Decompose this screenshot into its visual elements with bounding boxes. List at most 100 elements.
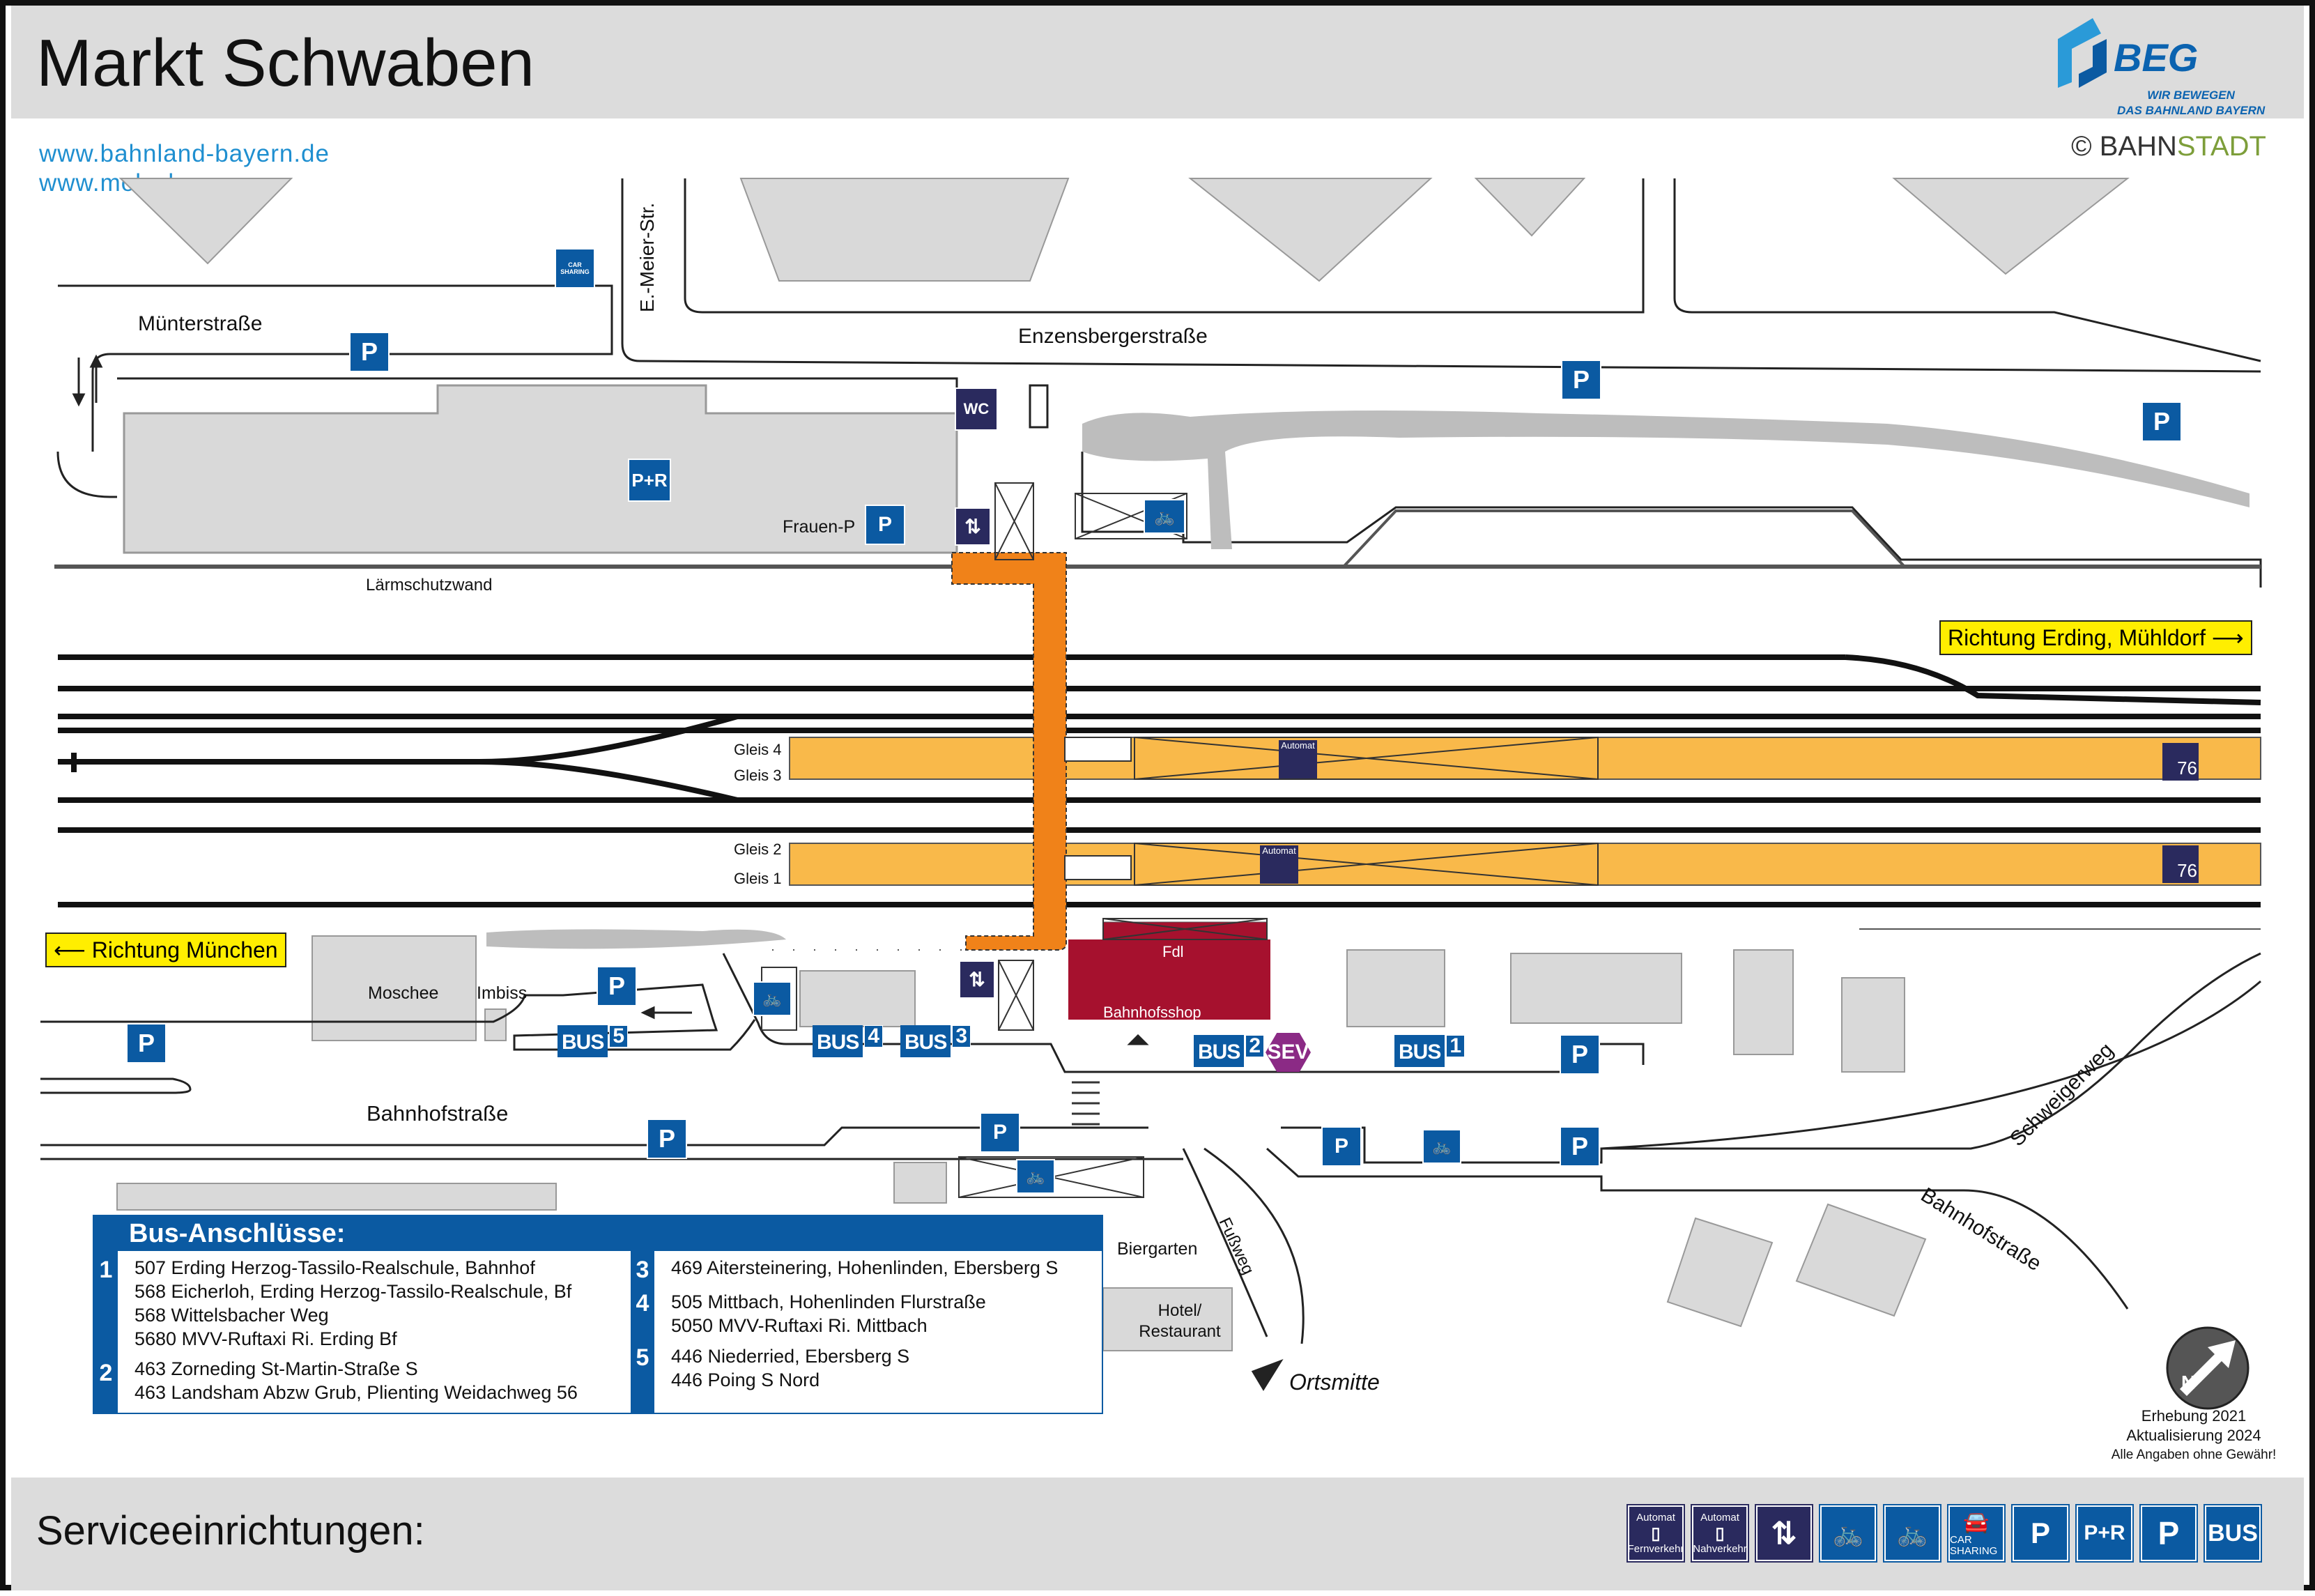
parking-icon-south-1: P [126, 1023, 167, 1064]
parking-icon-enzens-2: P [2141, 401, 2182, 442]
bus-line-5-1: 446 Niederried, Ebersberg S [671, 1346, 910, 1367]
ticket-machine-icon-34: Automat [1279, 740, 1317, 778]
label-gleis-4: Gleis 4 [734, 741, 782, 758]
beg-tagline-line1: WIR BEWEGEN [2147, 89, 2235, 102]
label-biergarten: Biergarten [1117, 1239, 1198, 1259]
bus-number-4: 4 [864, 1025, 884, 1048]
buildings-south [116, 935, 1927, 1351]
label-gleis-1: Gleis 1 [734, 870, 782, 887]
bike-icon-south-3: 🚲 [1422, 1129, 1461, 1164]
zebra-crossing [1072, 1081, 1100, 1126]
automat-label-12: Automat [1262, 845, 1296, 856]
bus-label-4: BUS [813, 1025, 863, 1057]
copyright-symbol: © [2071, 131, 2092, 162]
parking-icon-south-2: P [597, 966, 637, 1006]
svc-automat-2: Automat [1700, 1511, 1739, 1524]
note-aktualisierung: Aktualisierung 2024 [2126, 1427, 2261, 1444]
bus-label-1: BUS [1394, 1035, 1445, 1067]
sev-label: SEV [1267, 1041, 1309, 1064]
fence-marks [772, 928, 2261, 951]
bus-line-3-1: 469 Aitersteinering, Hohenlinden, Ebersb… [671, 1257, 1059, 1278]
bus-line-1-2: 568 Eicherloh, Erding Herzog-Tassilo-Rea… [134, 1281, 572, 1302]
street-muenterstrasse: Münterstraße [138, 312, 263, 335]
bike-icon-north: 🚲 [1144, 499, 1185, 534]
service-label: Serviceeinrichtungen: [36, 1508, 425, 1553]
bus-number-2: 2 [1245, 1035, 1265, 1057]
compass-north-label: N [2181, 1372, 2196, 1393]
map-title: Markt Schwaben [36, 26, 534, 100]
station-building [1068, 939, 1270, 1020]
elevator-icon-south: ⇅ [959, 960, 995, 999]
svc-automat-1: Automat [1636, 1511, 1675, 1524]
parking-icon-south-5: P [1560, 1126, 1600, 1167]
service-ticket-nah-icon: Automat ▯ Nahverkehr [1691, 1504, 1749, 1563]
copyright: © BAHNSTADT [2071, 131, 2266, 162]
bus-line-5-2: 446 Poing S Nord [671, 1369, 820, 1390]
service-bus-icon: BUS [2204, 1504, 2262, 1563]
bus-stop-num-2: 2 [99, 1360, 113, 1386]
label-ortsmitte: Ortsmitte [1289, 1369, 1380, 1395]
platform-height-icon-34: 76 [2162, 743, 2199, 781]
label-fdl: Fdl [1162, 943, 1184, 960]
building-north [123, 384, 958, 554]
parking-accessible-icon-south: P [1321, 1126, 1362, 1167]
arrow-left-icon: ⟵ [54, 937, 86, 962]
hedge-north [1082, 410, 2249, 549]
parking-accessible-icon-frauen: P [865, 505, 905, 545]
service-ticket-fern-icon: Automat ▯ Fernverkehr [1626, 1504, 1685, 1563]
label-hotel: Hotel/ Restaurant [1139, 1301, 1221, 1341]
elevator-icon-north: ⇅ [955, 507, 991, 546]
direction-west-label: Richtung München [91, 937, 278, 962]
note-erhebung: Erhebung 2021 [2141, 1407, 2247, 1425]
bus-stop-num-3: 3 [636, 1257, 649, 1283]
tracks [58, 654, 2261, 907]
service-parking-icon: P [2139, 1504, 2198, 1563]
bus-col-left [94, 1251, 118, 1413]
svc-nahverkehr: Nahverkehr [1693, 1542, 1747, 1555]
label-gleis-3: Gleis 3 [734, 767, 782, 784]
beg-logo-icon [2058, 18, 2107, 88]
platform-height-icon-12: 76 [2162, 845, 2199, 883]
service-bike-icon: 🚲 [1883, 1504, 1941, 1563]
bus-line-1-1: 507 Erding Herzog-Tassilo-Realschule, Ba… [134, 1257, 535, 1278]
car-sharing-label: CAR SHARING [560, 261, 590, 275]
bus-line-4-1: 505 Mittbach, Hohenlinden Flurstraße [671, 1291, 986, 1312]
link-bahnland[interactable]: www.bahnland-bayern.de [39, 140, 330, 167]
svc-parking-accessible-label: P [2030, 1517, 2050, 1549]
platform-height-value-34: 76 [2177, 758, 2197, 778]
bus-label-5: BUS [557, 1025, 608, 1057]
bus-number-5: 5 [609, 1025, 629, 1048]
street-bahnhofstrasse-west: Bahnhofstraße [367, 1101, 509, 1126]
ticket-machine-icon-12: Automat [1260, 845, 1298, 884]
bus-label-3: BUS [900, 1025, 951, 1057]
svc-parking-label: P [2158, 1515, 2180, 1551]
svc-bus-label: BUS [2208, 1519, 2258, 1547]
platforms [789, 737, 2261, 886]
platform-stairs [1064, 737, 1132, 880]
bus-connections-title: Bus-Anschlüsse: [94, 1216, 1102, 1251]
bus-line-1-3: 568 Wittelsbacher Weg [134, 1305, 329, 1326]
service-park-ride-icon: P+R [2075, 1504, 2134, 1563]
label-frauen-p: Frauen-P [783, 517, 856, 537]
street-e-meier: E.-Meier-Str. [636, 202, 658, 312]
bus-line-1-4: 5680 MVV-Ruftaxi Ri. Erding Bf [134, 1328, 397, 1349]
beg-tagline: WIR BEWEGEN DAS BAHNLAND BAYERN [2117, 88, 2265, 118]
beg-tagline-line2: DAS BAHNLAND BAYERN [2117, 104, 2266, 117]
underpass [951, 552, 1067, 951]
arrows [72, 354, 1284, 1391]
bike-shelters [761, 482, 1187, 1198]
bus-line-2-1: 463 Zorneding St-Martin-Straße S [134, 1358, 418, 1379]
arrow-right-icon: ⟶ [2211, 625, 2244, 650]
direction-sign-east: Richtung Erding, Mühldorf ⟶ [1939, 620, 2252, 655]
note-gewaehr: Alle Angaben ohne Gewähr! [2111, 1448, 2277, 1462]
bus-line-4-2: 5050 MVV-Ruftaxi Ri. Mittbach [671, 1315, 928, 1336]
svc-fernverkehr: Fernverkehr [1627, 1542, 1684, 1555]
parking-icon-south-4: P [1560, 1034, 1600, 1075]
parking-icon-moto: P [980, 1112, 1020, 1153]
bus-connections-panel: Bus-Anschlüsse: 1 507 Erding Herzog-Tass… [93, 1215, 1103, 1414]
